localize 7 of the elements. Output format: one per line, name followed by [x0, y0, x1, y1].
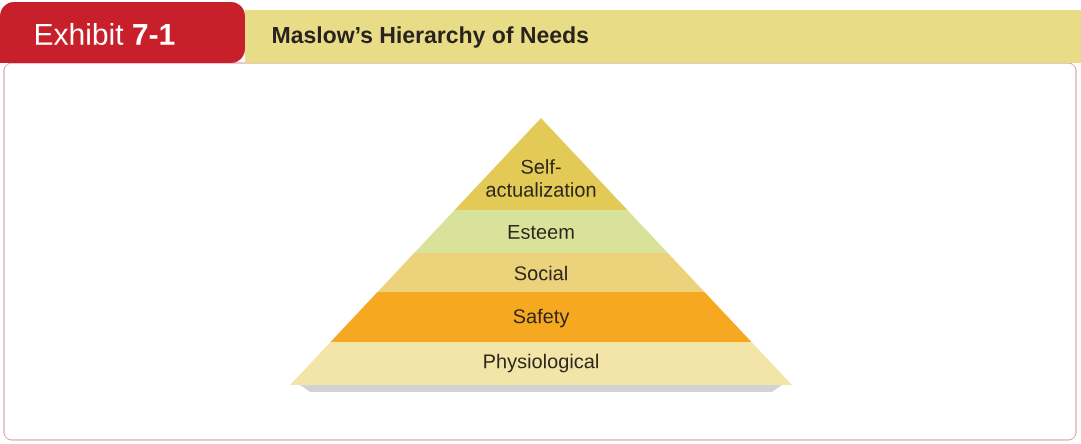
pyramid-layer: Self-actualization [454, 118, 628, 210]
exhibit-tab: Exhibit 7-1 [0, 2, 245, 63]
title-band: Maslow’s Hierarchy of Needs [245, 10, 1081, 63]
pyramid-layer: Safety [330, 292, 752, 342]
pyramid-layer: Physiological [290, 342, 792, 385]
pyramid-layer: Social [377, 253, 705, 292]
pyramid-layer: Esteem [414, 210, 668, 253]
